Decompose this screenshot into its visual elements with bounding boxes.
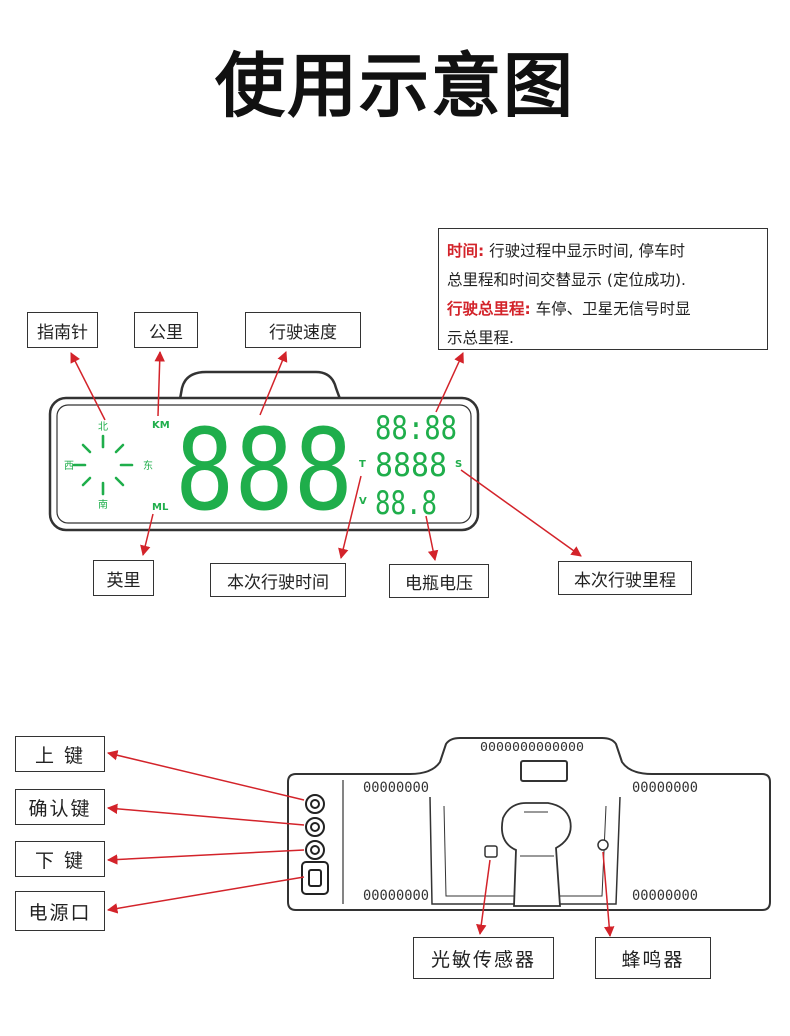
unit-ml: ML — [152, 502, 169, 513]
label-up-key: 上 键 — [15, 736, 105, 772]
label-trip-time: 本次行驶时间 — [210, 563, 346, 597]
buzzer-icon — [597, 839, 609, 851]
vent-top: 0000000000000 — [480, 740, 584, 754]
info-box: 时间: 行驶过程中显示时间, 停车时 总里程和时间交替显示 (定位成功). 行驶… — [438, 228, 768, 350]
label-speed: 行驶速度 — [245, 312, 361, 348]
back-arrows — [106, 750, 615, 938]
label-compass: 指南针 — [27, 312, 98, 348]
label-battery-voltage: 电瓶电压 — [389, 564, 489, 598]
info-total-text-2: 示总里程. — [447, 329, 514, 347]
label-km: 公里 — [134, 312, 198, 348]
compass-north: 北 — [98, 421, 108, 433]
label-trip-mileage: 本次行驶里程 — [558, 561, 692, 595]
info-total-text-1: 车停、卫星无信号时显 — [530, 300, 691, 318]
hud-device-front — [48, 370, 480, 532]
vent-lower-left: 00000000 — [363, 888, 429, 904]
label-light-sensor: 光敏传感器 — [413, 937, 554, 979]
page-title: 使用示意图 — [215, 45, 575, 127]
front-arrows — [70, 350, 582, 562]
compass-west: 西 — [64, 461, 74, 472]
vent-upper-left: 00000000 — [363, 780, 429, 796]
suction-mount — [501, 802, 572, 907]
indicator-t: T — [359, 459, 366, 470]
compass-south: 南 — [98, 498, 108, 511]
label-down-key: 下 键 — [15, 841, 105, 877]
label-confirm-key: 确认键 — [15, 789, 105, 825]
unit-km: KM — [152, 420, 170, 431]
light-sensor-icon — [484, 845, 498, 858]
label-power-port: 电源口 — [15, 891, 105, 931]
info-total-title: 行驶总里程: — [447, 300, 531, 318]
label-buzzer: 蜂鸣器 — [595, 937, 711, 979]
indicator-s: S — [455, 459, 462, 470]
info-time-text-2: 总里程和时间交替显示 (定位成功). — [447, 271, 686, 289]
vent-upper-right: 00000000 — [632, 780, 698, 796]
compass-icon — [72, 434, 134, 496]
label-miles: 英里 — [93, 560, 154, 596]
voltage-digits: 88.8 — [375, 484, 437, 522]
indicator-v: V — [359, 496, 367, 507]
vent-lower-right: 00000000 — [632, 888, 698, 904]
time-digits: 88:88 — [375, 409, 457, 447]
side-buttons — [301, 794, 329, 895]
speed-digits: 888 — [175, 406, 353, 536]
compass-east: 东 — [143, 459, 153, 472]
mileage-digits: 8888 — [375, 446, 447, 484]
info-time-text-1: 行驶过程中显示时间, 停车时 — [484, 242, 685, 260]
info-time-title: 时间: — [447, 242, 485, 260]
